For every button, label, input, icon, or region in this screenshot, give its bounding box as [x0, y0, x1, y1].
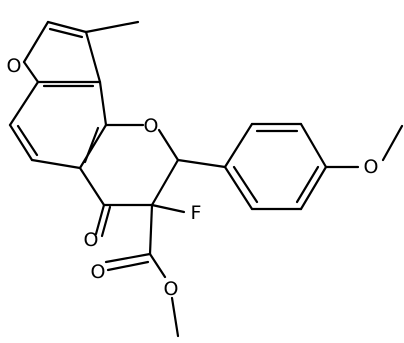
bond — [78, 123, 108, 170]
methoxy-oxygen-label: O — [364, 156, 379, 178]
bond — [94, 203, 106, 236]
bond — [104, 252, 152, 264]
bond — [8, 123, 34, 162]
ester-ether-oxygen-label: O — [164, 278, 179, 300]
bond-layer — [8, 20, 404, 338]
bond — [106, 260, 150, 272]
bond — [148, 203, 154, 256]
bond — [295, 165, 320, 204]
bond — [150, 158, 180, 207]
bond — [148, 252, 167, 279]
bond — [84, 20, 140, 34]
bond — [232, 165, 259, 204]
bond — [16, 124, 39, 157]
bond — [8, 80, 40, 127]
bond — [170, 296, 180, 338]
bond — [299, 165, 328, 211]
bond — [84, 30, 102, 84]
bond — [48, 27, 84, 39]
bond — [30, 158, 82, 170]
bond — [83, 126, 100, 164]
bond — [223, 122, 254, 169]
furan-oxygen-label: O — [7, 55, 22, 77]
bond — [46, 20, 88, 34]
bond — [78, 166, 106, 207]
ring-oxygen-label: O — [144, 115, 159, 137]
bond — [22, 60, 40, 84]
bond — [98, 80, 108, 127]
bond — [223, 165, 254, 211]
bond — [150, 203, 186, 214]
bond — [100, 205, 112, 238]
bond — [381, 124, 404, 162]
bond — [22, 20, 50, 64]
fluorine-label: F — [191, 202, 202, 224]
ketone-oxygen-label: O — [84, 229, 99, 251]
bond — [299, 122, 328, 169]
bond — [176, 158, 227, 169]
ester-carbonyl-oxygen-label: O — [91, 261, 106, 283]
bond — [157, 128, 180, 162]
atom-label-layer: O O O F O O O — [7, 55, 379, 300]
